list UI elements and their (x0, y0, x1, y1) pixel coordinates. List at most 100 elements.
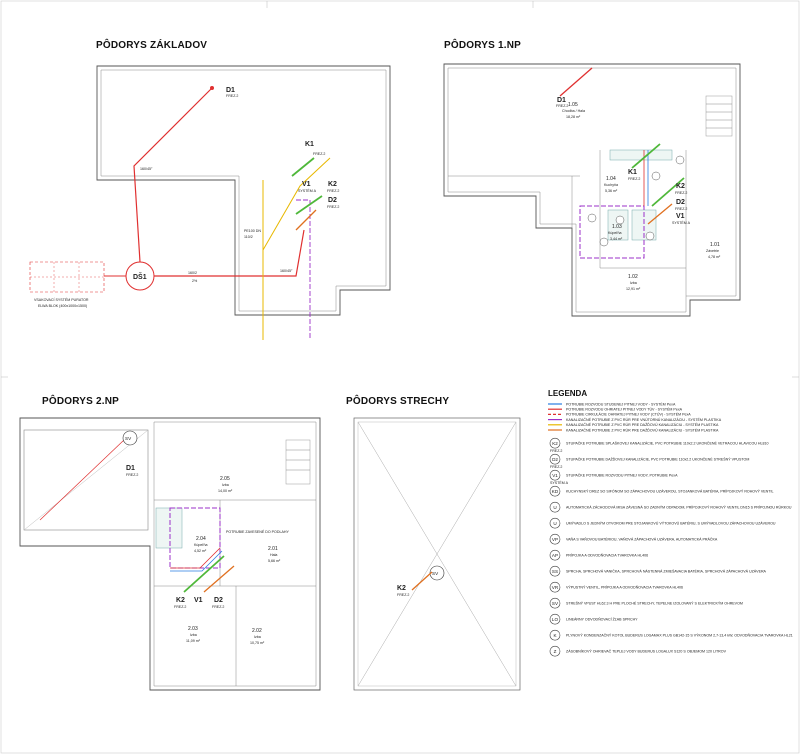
fixture-symbol (599, 237, 609, 247)
room-202-name: Izba (254, 635, 261, 639)
legend-symbol-icon (549, 613, 561, 625)
v1-sub: SYSTÉM A (672, 220, 691, 225)
legend-symbol-text: STUPAČKE POTRUBIE ROZVODU PITNEJ VODY, P… (566, 473, 678, 478)
hot-water-pipe (170, 547, 221, 569)
pipe-label: 110/2 (244, 235, 253, 239)
d1-rain-pipe (39, 439, 125, 521)
legend-symbol-icon (549, 645, 561, 657)
legend-symbol-icon (549, 549, 561, 561)
pipe-label: 160/45° (140, 167, 153, 171)
d1-tag: D1 (226, 87, 235, 94)
staircase (285, 439, 311, 485)
room-104-area: 5,36 m² (605, 189, 618, 193)
d2-sub: FREZ.2 (675, 207, 687, 211)
room-105-number: 1.05 (568, 102, 578, 108)
staircase (705, 95, 733, 137)
roof-plan: PÔDORYS STRECHY SV K2 FREZ.2 (346, 394, 521, 691)
soak-system-label-2: ELWA BLOK (400x1000x1500) (38, 304, 87, 308)
legend-symbol-icon (549, 581, 561, 593)
room-201-number: 2.01 (268, 546, 278, 552)
k1-vent-arrow (631, 143, 661, 169)
foundation-outline (96, 65, 391, 316)
floor1-plan: PÔDORYS 1.NP 1.05 Chodba / Hala 18,28 m²… (443, 38, 741, 317)
terrace-diagonal (23, 429, 149, 531)
legend-symbol-code: VR (552, 585, 559, 590)
room-203-name: Izba (190, 633, 197, 637)
room-104-name: Kuchyňa (604, 183, 618, 187)
legend-symbol-code: SV (552, 601, 559, 606)
k2-tag: K2 (328, 181, 337, 188)
waste-pipe-loop (579, 205, 645, 259)
sv-roof-drain-symbol (122, 430, 138, 446)
pipe-label: 160/2 (188, 271, 197, 275)
room-105-name: Chodba / Hala (562, 109, 585, 113)
room-102-name: Izba (630, 281, 637, 285)
d2-sub: FREZ.2 (327, 205, 339, 209)
legend-symbol-code: SS (552, 569, 558, 574)
k2-sub: FREZ.2 (174, 605, 186, 609)
room-205-number: 2.05 (220, 476, 230, 482)
room-103-area: 3,44 m² (610, 237, 623, 241)
roof-inner-outline (357, 421, 517, 687)
sv-tag: SV (432, 571, 439, 576)
legend-symbol-sub: SYSTÉM A (550, 480, 569, 485)
legend-line-text: POTRUBIE ROZVODU OHRIATEJ PITNEJ VODY TÚ… (566, 407, 683, 412)
roof-drain-arrow (411, 571, 433, 591)
foundations-title: PÔDORYS ZÁKLADOV (96, 38, 207, 51)
floor1-outline (443, 63, 741, 317)
d2-rain-arrow (295, 209, 317, 231)
k2-vent-arrow (651, 177, 685, 207)
room-102-number: 1.02 (628, 274, 638, 280)
roof-fall-line (357, 421, 517, 687)
v1-tag: V1 (194, 597, 203, 604)
k1-sub: FREZ.2 (628, 177, 640, 181)
legend: LEGENDA POTRUBIE ROZVODU STUDENEJ PITNEJ… (548, 389, 793, 657)
d1-tag: D1 (126, 465, 135, 472)
legend-symbol-text: UMÝVADLO S JEDNÝM OTVOROM PRE STOJANKOVÚ… (566, 521, 776, 526)
legend-symbol-icon (549, 469, 561, 481)
d2-sub: FREZ.2 (212, 605, 224, 609)
legend-symbol-text: PLYNOVÝ KONDENZAČNÝ KOTOL BUDERUS LOGAMA… (566, 633, 793, 638)
legend-symbol-icon (549, 485, 561, 497)
rain-pipe-branch (133, 87, 213, 263)
legend-symbol-code: KD (552, 489, 559, 494)
legend-line-text: KANALIZAČNÉ POTRUBIE Z PVC RÚR PRE DAŽĎO… (566, 427, 719, 432)
legend-symbol-text: KUCHYNSKÝ DREZ SO SIFÓNOM SO ZÁPACHOVOU … (566, 489, 773, 494)
pipe-label: 160/45° (280, 269, 293, 273)
floor2-outline (19, 417, 321, 691)
room-202-area: 10,75 m² (250, 641, 265, 645)
room-104-number: 1.04 (606, 176, 616, 182)
room-103-name: Kúpeľňa (608, 231, 621, 235)
legend-symbol-text: LINEÁRNY ODVODŇOVACÍ ŽĽAB SPRCHY (566, 617, 638, 622)
room-101-number: 1.01 (710, 242, 720, 248)
floor2-terrace (23, 429, 149, 531)
d1-sub: FREZ.2 (226, 94, 238, 98)
room-202-number: 2.02 (252, 628, 262, 634)
roof-outline (353, 417, 521, 691)
legend-symbol-code: U (553, 505, 556, 510)
legend-symbol-code: U (553, 521, 556, 526)
d2-rain-arrow (647, 203, 673, 225)
legend-symbol-icon (549, 453, 561, 465)
fixture-symbol (615, 215, 625, 225)
legend-symbol-sub: FREZ.2 (550, 465, 562, 469)
v1-vent-arrow (295, 195, 323, 215)
floor1-inner-outline (447, 67, 737, 313)
foundations-plan: PÔDORYS ZÁKLADOV VSAKOVACÍ SYSTÉM PURATO… (29, 38, 391, 340)
legend-symbol-text: SPRCHA, SPRCHOVÁ VANIČKA, SPRCHOVÁ NÁSTE… (566, 569, 767, 574)
room-103-number: 1.03 (612, 224, 622, 230)
kitchen-counter (609, 149, 673, 161)
room-102-area: 12,91 m² (626, 287, 641, 291)
d2-tag: D2 (676, 199, 685, 206)
legend-symbol-text: AUTOMATICKÁ ZÁCHODOVÁ MISA ZÁVESNÁ SO ZA… (566, 505, 792, 510)
legend-title: LEGENDA (548, 389, 587, 398)
legend-symbol-text: STREŠNÝ VPUST HL62.3 H PRE PLOCHÉ STRECH… (566, 601, 743, 606)
rain-pipe-main (154, 229, 305, 277)
legend-symbol-text: VÝPUSTNÝ VENTIL, PRÍPOJKA A ODVODŇOVACIA… (566, 586, 683, 590)
d1-riser-point (210, 86, 214, 90)
d2-rain-arrow (203, 565, 235, 593)
k2-sub: FREZ.2 (675, 191, 687, 195)
legend-symbol-text: VAŇA S VAŇOVOU BATÉRIOU, VAŇOVÁ ZÁPACHOV… (566, 537, 718, 542)
room-204-number: 2.04 (196, 536, 206, 542)
